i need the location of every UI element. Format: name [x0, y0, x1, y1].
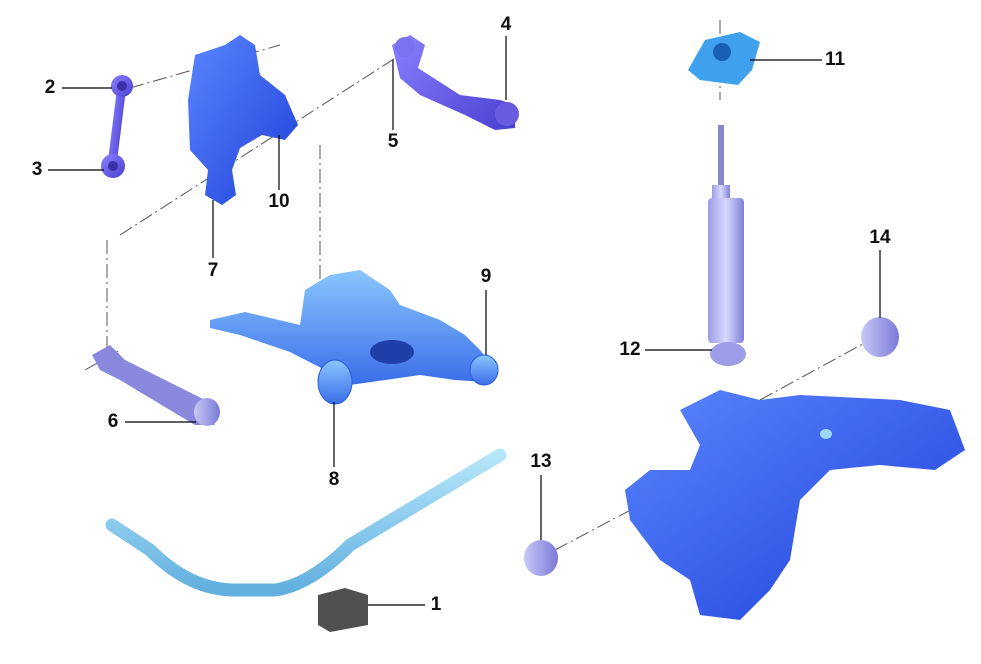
- knuckle: [188, 35, 298, 205]
- callout-1: 1: [430, 594, 442, 615]
- callout-12: 12: [619, 339, 641, 360]
- callout-8: 8: [328, 469, 340, 490]
- shock-absorber: [708, 125, 746, 366]
- lower-arm: [210, 270, 499, 405]
- callout-11: 11: [824, 49, 846, 70]
- callout-13: 13: [530, 451, 552, 472]
- callout-3: 3: [31, 159, 43, 180]
- subframe-rear-bushing-part: [861, 317, 899, 357]
- stabilizer-link: [101, 75, 133, 178]
- leader-lines: [48, 36, 881, 606]
- callout-7: 7: [207, 260, 219, 281]
- stabilizer-bar: [105, 448, 507, 597]
- callout-5: 5: [387, 131, 399, 152]
- callout-9: 9: [480, 266, 492, 287]
- subframe-front-bushing-part: [524, 540, 558, 576]
- subframe: [625, 390, 965, 620]
- callout-6: 6: [107, 411, 119, 432]
- callout-10: 10: [268, 191, 290, 212]
- callout-14: 14: [869, 227, 891, 248]
- callout-2: 2: [44, 77, 56, 98]
- stabilizer-bushing: [318, 588, 368, 632]
- toe-link: [92, 345, 220, 426]
- upper-arm: [392, 35, 515, 130]
- callout-4: 4: [500, 14, 512, 35]
